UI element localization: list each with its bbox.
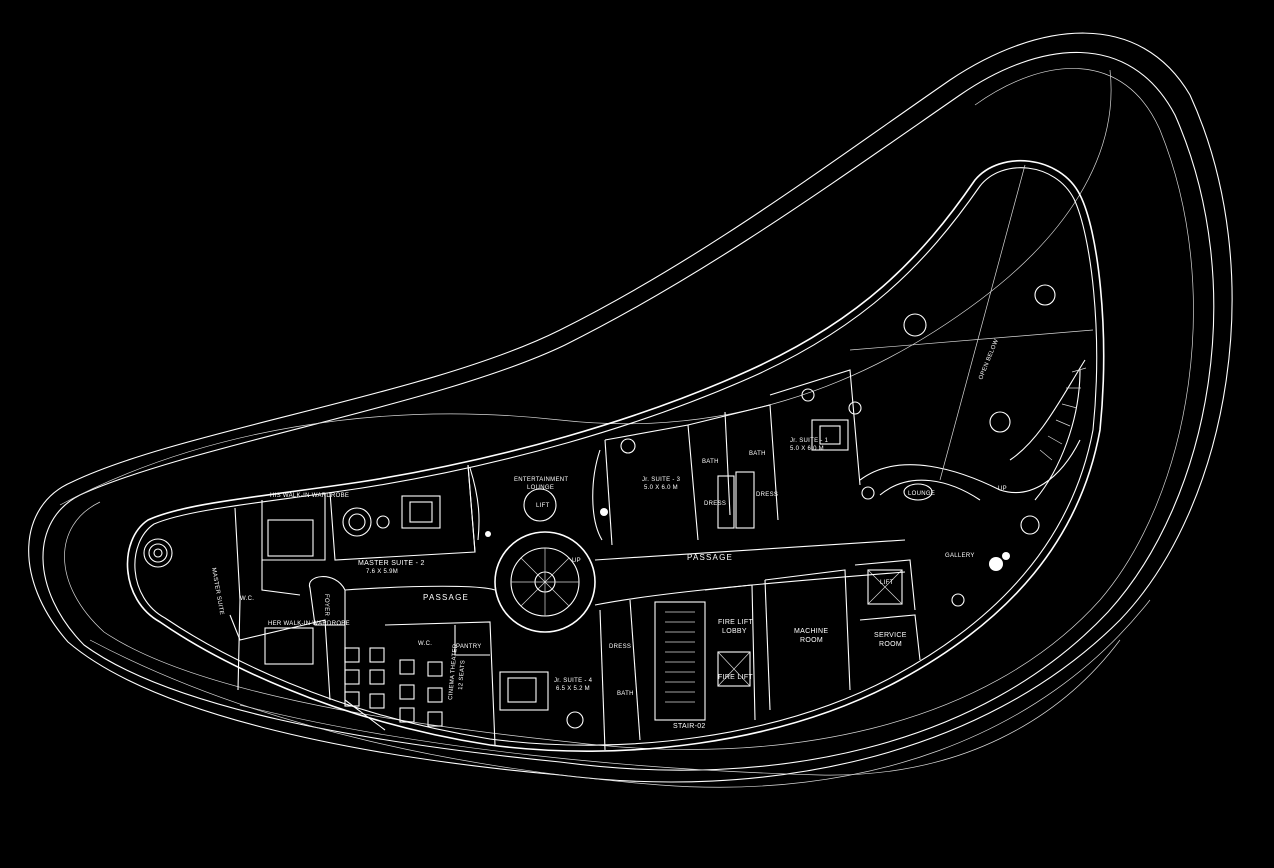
label-up-central: UP bbox=[572, 558, 581, 564]
label-lift-service: LIFT bbox=[880, 580, 894, 586]
label-master-suite-2-dim: 7.6 X 5.9M bbox=[366, 569, 398, 575]
label-fire-lift-lobby-2: LOBBY bbox=[722, 628, 747, 635]
label-dress-1: DRESS bbox=[704, 501, 726, 507]
label-cinema-seats: 12 SEATS bbox=[458, 660, 467, 690]
label-cinema: CINEMA THEATER bbox=[448, 643, 459, 700]
label-dress-2: DRESS bbox=[756, 492, 778, 498]
interior-walls bbox=[229, 164, 1094, 751]
label-fire-lift-lobby-1: FIRE LIFT bbox=[718, 619, 753, 626]
outer-shell-contours bbox=[28, 32, 1233, 788]
label-bath-1: BATH bbox=[702, 459, 719, 465]
label-service-2: ROOM bbox=[879, 641, 902, 648]
label-jr-suite-3: Jr. SUITE - 3 bbox=[642, 477, 681, 483]
landscape-plants bbox=[143, 284, 1056, 729]
label-her-walkin: HER WALK-IN WARDROBE bbox=[268, 621, 350, 627]
label-gallery: GALLERY bbox=[945, 553, 975, 559]
cinema-seats bbox=[344, 647, 443, 727]
label-stair: STAIR-02 bbox=[673, 723, 706, 730]
label-bath-2: BATH bbox=[749, 451, 766, 457]
label-lounge-small: LOUNGE bbox=[908, 491, 935, 497]
label-pantry: PANTRY bbox=[456, 644, 482, 650]
label-his-walkin: HIS WALK-IN WARDROBE bbox=[270, 493, 349, 499]
label-jr-suite-1-dim: 5.0 X 6.0 M bbox=[790, 446, 824, 452]
label-passage-east: PASSAGE bbox=[687, 553, 733, 562]
label-jr-suite-1: Jr. SUITE - 1 bbox=[790, 438, 829, 444]
label-foyer: FOYER bbox=[323, 594, 329, 617]
label-passage-west: PASSAGE bbox=[423, 593, 469, 602]
label-jr-suite-4: Jr. SUITE - 4 bbox=[554, 678, 593, 684]
label-entertainment: ENTERTAINMENT bbox=[514, 477, 568, 483]
label-lounge: LOUNGE bbox=[527, 485, 554, 491]
room-labels: MASTER SUITE HIS WALK-IN WARDROBE HER WA… bbox=[210, 338, 1007, 730]
label-open-below: OPEN BELOW bbox=[978, 338, 1000, 380]
label-fire-lift: FIRE LIFT bbox=[718, 674, 753, 681]
label-machine-1: MACHINE bbox=[794, 628, 828, 635]
label-machine-2: ROOM bbox=[800, 637, 823, 644]
label-wc-small: W.C. bbox=[240, 596, 254, 602]
label-jr-suite-3-dim: 5.0 X 6.0 M bbox=[644, 485, 678, 491]
label-wc: W.C. bbox=[418, 641, 432, 647]
label-lift-main: LIFT bbox=[536, 503, 550, 509]
label-master-suite: MASTER SUITE bbox=[210, 567, 224, 615]
label-master-suite-2: MASTER SUITE - 2 bbox=[358, 560, 425, 567]
label-service-1: SERVICE bbox=[874, 632, 907, 639]
floor-slab-outline bbox=[126, 159, 1105, 752]
label-up-right: UP bbox=[998, 486, 1007, 492]
label-jr-suite-4-dim: 6.5 X 5.2 M bbox=[556, 686, 590, 692]
label-bath-3: BATH bbox=[617, 691, 634, 697]
label-dress-3: DRESS bbox=[609, 644, 631, 650]
